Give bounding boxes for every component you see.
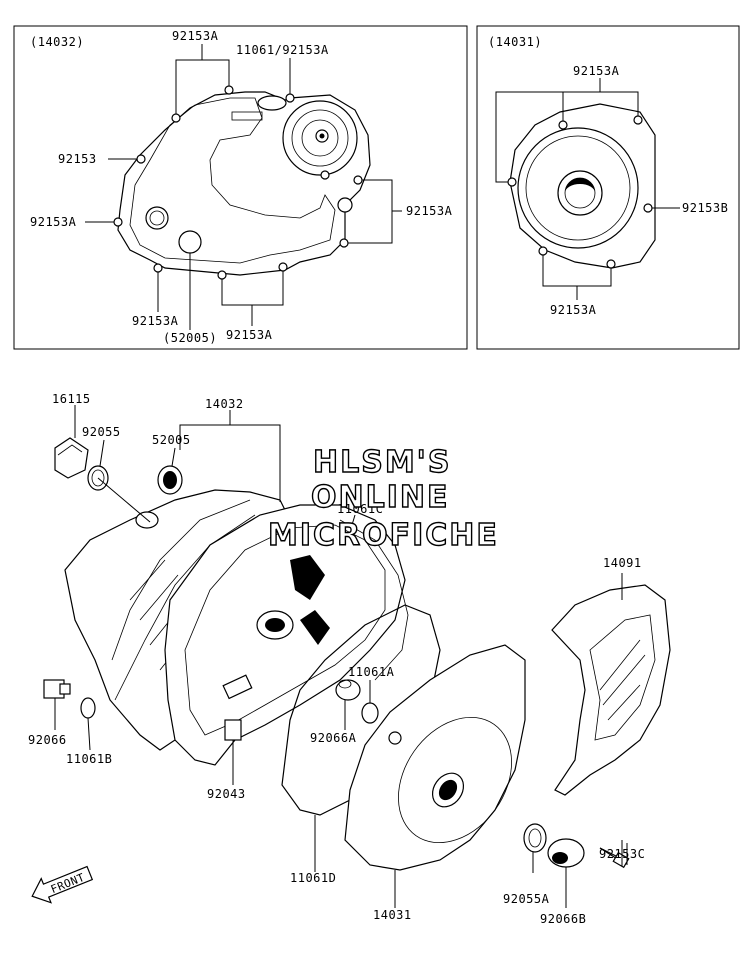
part-11061b-gasket — [80, 697, 96, 719]
bolt-hole — [538, 246, 548, 256]
label-14032: 14032 — [205, 397, 244, 411]
bolt-hole — [285, 93, 295, 103]
bolt-hole — [113, 217, 123, 227]
oil-filler-boss — [257, 95, 287, 111]
label-right-92153b: 92153B — [682, 201, 728, 215]
oil-window — [145, 206, 169, 230]
leaders-left — [85, 44, 402, 330]
label-92055a: 92055A — [503, 892, 550, 906]
bolt-hole — [353, 175, 363, 185]
bolt-hole — [643, 203, 653, 213]
part-92055a-oring-inner — [528, 828, 542, 848]
label-92066: 92066 — [28, 733, 67, 747]
label-11061c: 11061C — [337, 502, 383, 516]
inset-right-title: (14031) — [488, 35, 542, 49]
inset-14031: (14031) 92153A 92153B 92153A — [476, 25, 740, 350]
bolt-hole — [217, 270, 227, 280]
generator-cover-face — [398, 716, 512, 844]
clutch-hub-center — [319, 133, 325, 139]
part-11061a-gasket — [361, 702, 379, 724]
bolt-hole — [606, 259, 616, 269]
bolt-hole — [507, 177, 517, 187]
front-arrow: FRONT — [31, 865, 94, 904]
leaders-right — [495, 78, 680, 300]
bolt-hole — [171, 113, 181, 123]
part-92153c-bolt — [599, 847, 630, 869]
bolt-hole — [224, 85, 234, 95]
watermark-line-3: MICROFICHE — [268, 518, 499, 553]
label-left-92153: 92153 — [58, 152, 97, 166]
generator-cover-14031 — [344, 644, 526, 871]
generator-cover-cap — [557, 170, 603, 216]
cover-rib — [231, 111, 263, 121]
inset-14032: (14032) — [13, 25, 468, 350]
bolt-hole — [136, 154, 146, 164]
part-92066-bolt — [43, 679, 71, 699]
clutch-cover-tab — [222, 674, 253, 700]
plug-52005-inset — [178, 230, 202, 254]
bolt-hole — [339, 238, 349, 248]
watermark: HLSM'S ONLINE MICROFICHE — [267, 444, 499, 553]
label-right-bottom-pair: 92153A — [550, 303, 597, 317]
bolt-holes-right — [507, 115, 653, 269]
label-left-right-group: 92153A — [406, 204, 453, 218]
part-92066b-cap — [547, 838, 585, 868]
label-11061a: 11061A — [348, 665, 395, 679]
watermark-line-2: ONLINE — [311, 480, 450, 515]
clutch-cover-window-shade — [265, 618, 285, 632]
exploded-view: 16115 92055 14032 52005 11061C 14091 110… — [28, 392, 671, 926]
clutch-plate-mid — [291, 109, 349, 167]
part-16115-dipstick — [54, 437, 89, 479]
clutch-plate-inner — [301, 119, 339, 157]
bolt-hole — [558, 120, 568, 130]
bolt-hole — [278, 262, 288, 272]
bolt-hole — [633, 115, 643, 125]
label-92066a: 92066A — [310, 731, 357, 745]
part-92066a-plug — [335, 679, 361, 701]
bolt-hole — [320, 170, 330, 180]
label-92043: 92043 — [207, 787, 246, 801]
label-left-plug: (52005) — [163, 331, 217, 345]
label-left-bottom-left: 92153A — [132, 314, 179, 328]
label-14031: 14031 — [373, 908, 412, 922]
label-left-92153a: 92153A — [30, 215, 77, 229]
label-92055: 92055 — [82, 425, 121, 439]
watermark-line-1: HLSM'S — [313, 445, 451, 480]
label-16115: 16115 — [52, 392, 91, 406]
label-left-top-right: 11061/92153A — [236, 43, 329, 57]
part-92043-pin — [224, 719, 242, 741]
generator-plug-boss — [388, 731, 402, 745]
gasket-11061c — [339, 519, 409, 681]
label-92153c: 92153C — [599, 847, 645, 861]
sprocket-cover-14091 — [551, 584, 671, 796]
inset-left-title: (14032) — [30, 35, 84, 49]
oil-window-inner — [149, 210, 165, 226]
part-92055a-oring — [523, 823, 547, 853]
part-92055-oring-inner — [91, 469, 105, 487]
label-14091: 14091 — [603, 556, 642, 570]
label-92066b: 92066B — [540, 912, 586, 926]
label-right-top-pair: 92153A — [573, 64, 620, 78]
crankcase-left-face — [111, 499, 256, 701]
part-52005-plug — [157, 465, 183, 495]
label-11061d: 11061D — [290, 871, 336, 885]
generator-cap-shade — [565, 178, 595, 193]
bolt-hole — [153, 263, 163, 273]
bolt-holes-left — [113, 85, 363, 280]
label-11061b: 11061B — [66, 752, 112, 766]
boss-right — [337, 197, 353, 213]
label-52005: 52005 — [152, 433, 191, 447]
sprocket-cover-slots — [599, 639, 646, 721]
generator-cover-cap-hole-shade — [438, 779, 458, 801]
label-left-top-pair: 92153A — [172, 29, 219, 43]
clutch-cover-shadow — [290, 555, 330, 645]
sprocket-cover-inner — [589, 614, 656, 741]
inset-frame-left — [13, 25, 468, 350]
clutch-cover-14032-inner — [184, 524, 386, 736]
inset-frame-right — [476, 25, 740, 350]
label-left-bottom-pair: 92153A — [226, 328, 273, 342]
leaders-main — [54, 405, 628, 908]
generator-cover-ring — [525, 135, 631, 241]
